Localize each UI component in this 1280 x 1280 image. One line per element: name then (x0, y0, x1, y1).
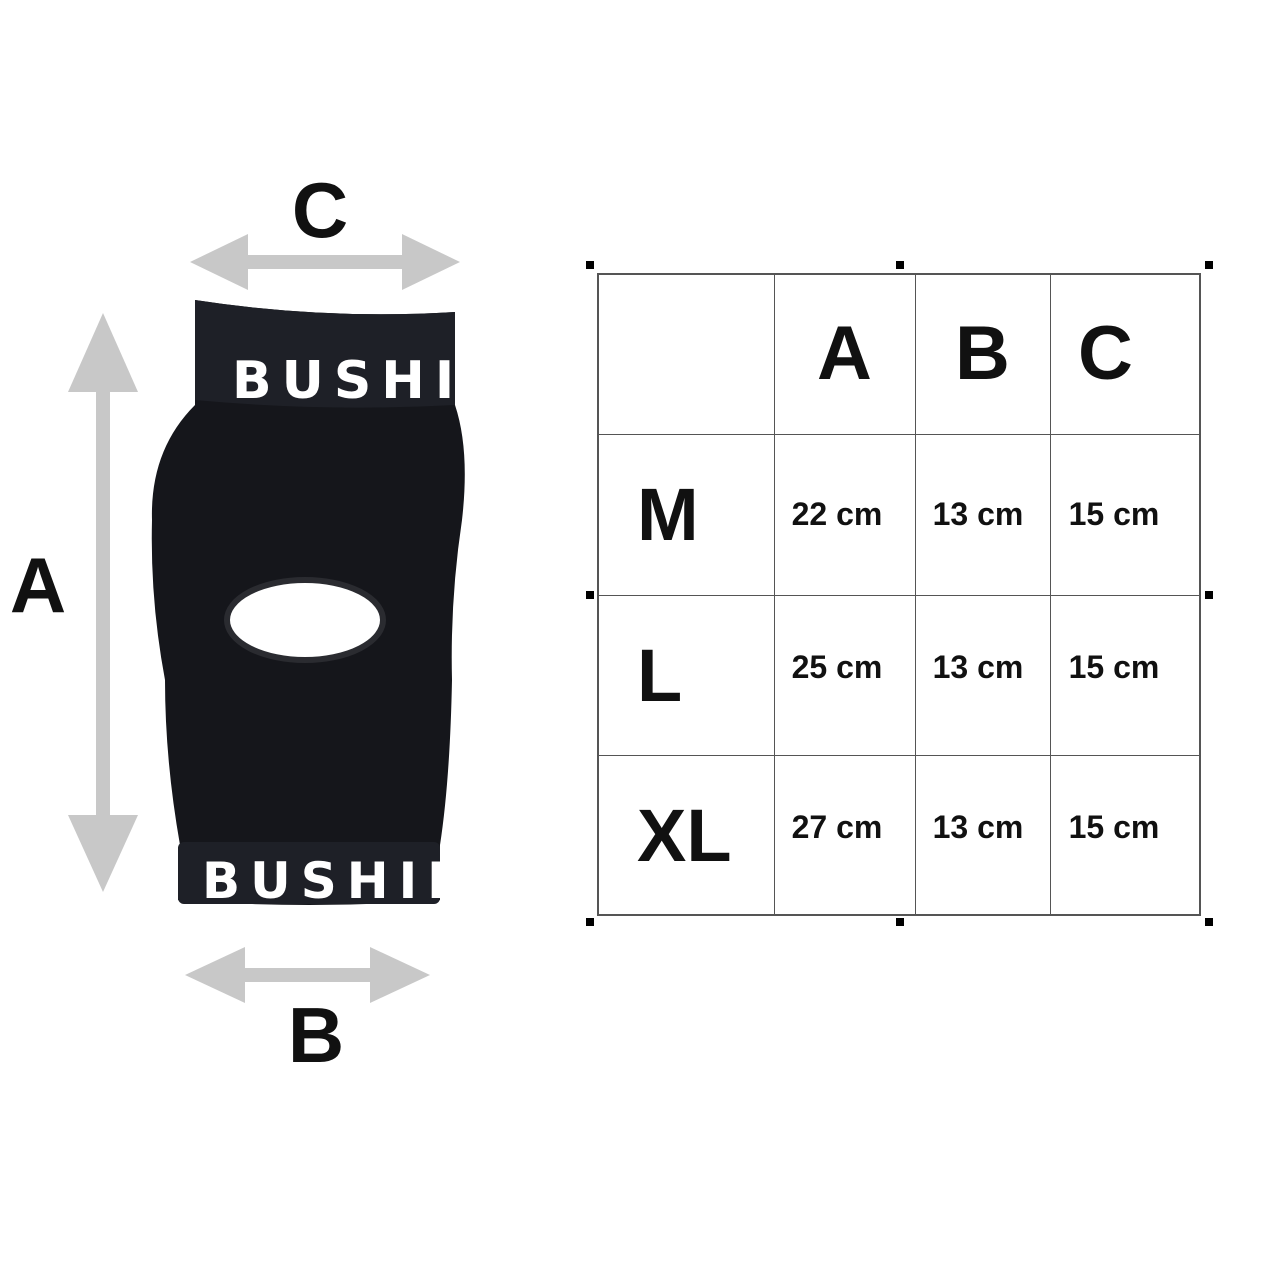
cell-m-c: 15 cm (1068, 496, 1160, 532)
elbow-sleeve-illustration: BUSHIDO BUSHIDO (68, 234, 572, 1003)
handle-mark (1205, 591, 1213, 599)
brand-text-bottom: BUSHIDO (202, 852, 531, 910)
cell-l-b: 13 cm (932, 649, 1024, 685)
label-c: C (291, 166, 349, 254)
size-xl: XL (637, 793, 732, 877)
label-a: A (9, 541, 67, 629)
elbow-hole (224, 577, 386, 663)
top-band: BUSHIDO (195, 300, 572, 411)
header-a: A (817, 311, 872, 396)
handle-mark (1205, 918, 1213, 926)
handle-mark (586, 918, 594, 926)
label-b: B (287, 991, 345, 1079)
header-b: B (955, 311, 1010, 396)
size-l: L (637, 633, 683, 717)
handle-mark (586, 261, 594, 269)
cell-l-a: 25 cm (791, 649, 883, 685)
arrow-a (68, 313, 138, 892)
arrow-b (185, 947, 430, 1003)
size-m: M (637, 473, 699, 556)
cell-xl-c: 15 cm (1068, 809, 1160, 845)
arrow-c (190, 234, 460, 290)
cell-l-c: 15 cm (1068, 649, 1160, 685)
cell-m-b: 13 cm (932, 496, 1024, 532)
header-c: C (1078, 311, 1133, 396)
cell-m-a: 22 cm (791, 496, 883, 532)
bottom-band: BUSHIDO (178, 842, 531, 910)
cell-xl-b: 13 cm (932, 809, 1024, 845)
handle-mark (896, 261, 904, 269)
handle-mark (896, 918, 904, 926)
handle-mark (1205, 261, 1213, 269)
handle-mark (586, 591, 594, 599)
cell-xl-a: 27 cm (791, 809, 883, 845)
brand-text-top: BUSHIDO (232, 351, 572, 411)
